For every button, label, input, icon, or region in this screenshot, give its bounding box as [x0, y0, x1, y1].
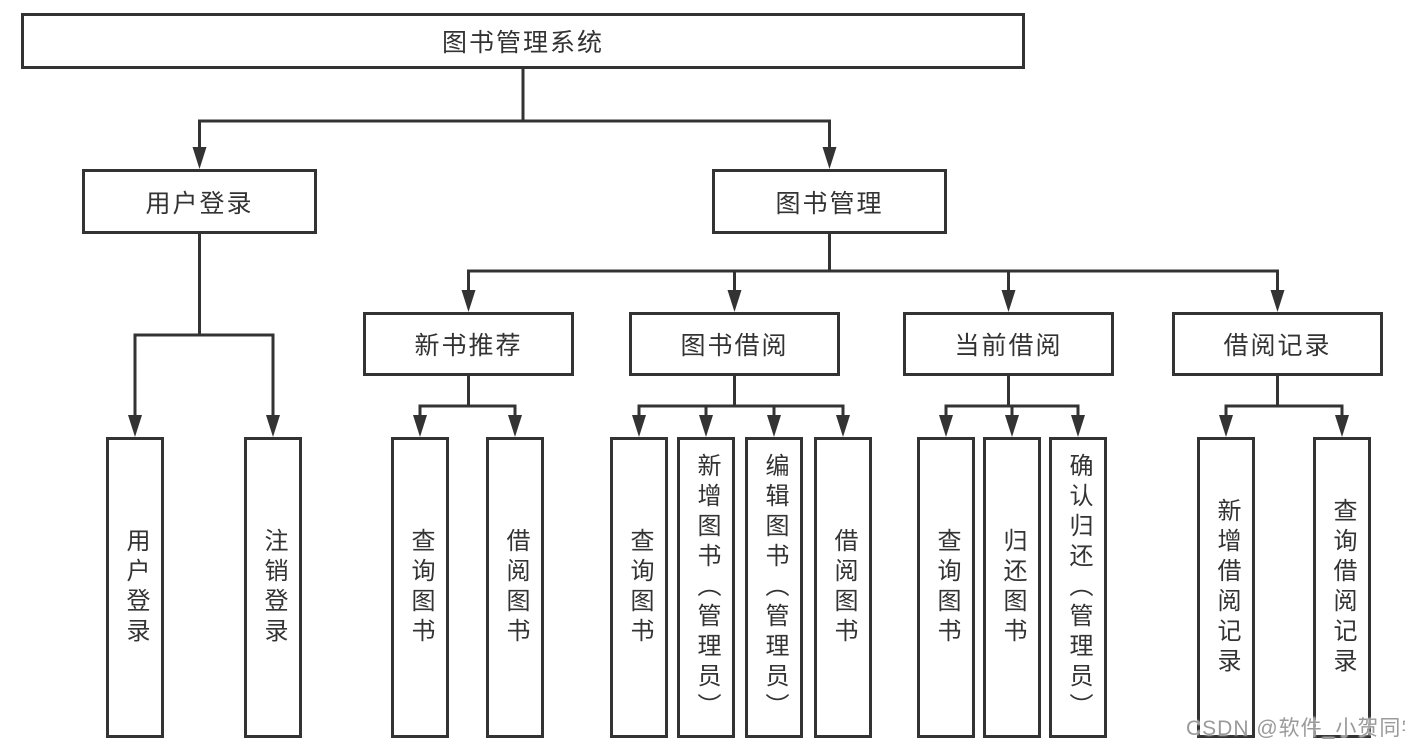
leaf-logout: 注销登录 — [244, 437, 302, 738]
leaf-borrow-books-borrowing: 借阅图书 — [814, 437, 872, 738]
node-label: 查询图书 — [626, 527, 653, 648]
leaf-query-books-current: 查询图书 — [917, 437, 975, 738]
node-label: 注销登录 — [260, 527, 287, 648]
node-label: 当前借阅 — [954, 332, 1063, 360]
node-user-login: 用户登录 — [82, 169, 317, 234]
node-label: 查询图书 — [933, 527, 960, 648]
leaf-add-books-admin: 新增图书（管理员） — [677, 437, 735, 738]
node-label: 确认归还（管理员） — [1065, 452, 1092, 723]
node-label: 借阅记录 — [1223, 332, 1332, 360]
leaf-borrow-books-recommend: 借阅图书 — [486, 437, 544, 738]
leaf-query-books-recommend: 查询图书 — [391, 437, 449, 738]
node-label: 用户登录 — [145, 189, 254, 218]
node-label: 编辑图书（管理员） — [761, 452, 788, 723]
node-current-borrowing: 当前借阅 — [903, 312, 1114, 376]
node-label: 新增借阅记录 — [1213, 497, 1240, 678]
node-label: 图书管理系统 — [441, 29, 604, 57]
node-label: 新增图书（管理员） — [693, 452, 720, 723]
node-label: 用户登录 — [122, 527, 149, 648]
leaf-edit-books-admin: 编辑图书（管理员） — [745, 437, 803, 738]
node-label: 图书管理 — [775, 189, 884, 218]
leaf-query-borrow-record: 查询借阅记录 — [1313, 437, 1371, 738]
node-label: 借阅图书 — [502, 527, 529, 648]
node-library-system: 图书管理系统 — [21, 13, 1025, 69]
leaf-return-books: 归还图书 — [983, 437, 1041, 738]
node-book-borrowing: 图书借阅 — [629, 312, 840, 376]
node-label: 借阅图书 — [830, 527, 857, 648]
arrowhead-icon — [128, 147, 1349, 437]
node-label: 查询借阅记录 — [1329, 497, 1356, 678]
node-label: 图书借阅 — [680, 332, 789, 360]
leaf-query-books-borrowing: 查询图书 — [610, 437, 668, 738]
leaf-add-borrow-record: 新增借阅记录 — [1197, 437, 1255, 738]
node-label: 归还图书 — [999, 527, 1026, 648]
node-label: 新书推荐 — [414, 332, 523, 360]
node-book-management: 图书管理 — [712, 169, 947, 234]
leaf-user-login: 用户登录 — [106, 437, 164, 738]
node-borrow-records: 借阅记录 — [1172, 312, 1383, 376]
node-new-book-recommend: 新书推荐 — [363, 312, 574, 376]
leaf-confirm-return-admin: 确认归还（管理员） — [1049, 437, 1107, 738]
node-label: 查询图书 — [407, 527, 434, 648]
csdn-watermark: CSDN @软件_小贺同学 — [1186, 717, 1405, 740]
